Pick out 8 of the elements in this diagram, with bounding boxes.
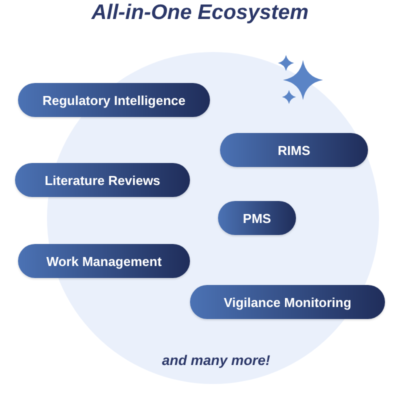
category-pill: Literature Reviews — [15, 163, 190, 197]
category-pill: PMS — [218, 201, 296, 235]
note-text: and many more! — [162, 352, 270, 368]
category-pill: RIMS — [220, 133, 368, 167]
category-pill: Vigilance Monitoring — [190, 285, 385, 319]
category-pill: Regulatory Intelligence — [18, 83, 210, 117]
category-pill: Work Management — [18, 244, 190, 278]
title: All-in-One Ecosystem — [90, 0, 310, 26]
